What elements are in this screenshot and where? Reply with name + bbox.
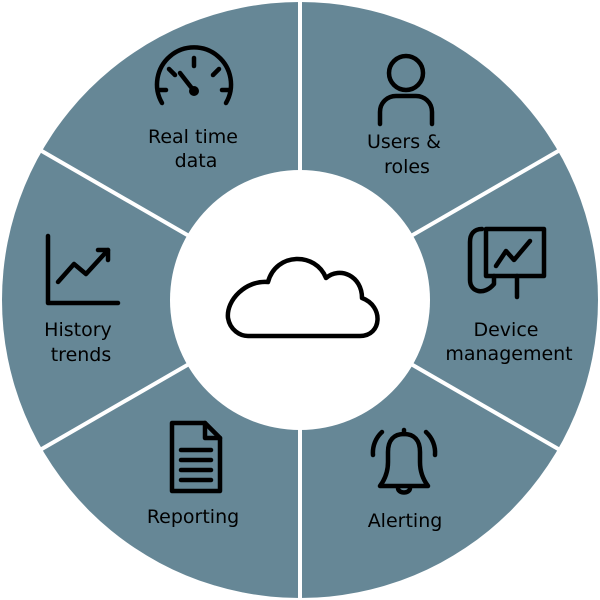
segment-label-real-time-data: Real time data xyxy=(148,126,244,172)
center-hub xyxy=(170,170,430,430)
segment-alerting: Alerting xyxy=(368,427,443,532)
bell-icon xyxy=(370,427,438,495)
trend-chart-icon xyxy=(45,233,121,306)
segment-dividers xyxy=(39,0,561,600)
cloud-icon xyxy=(225,256,380,339)
segment-label-device-management: Device management xyxy=(445,319,572,365)
label-line: Alerting xyxy=(368,510,443,532)
label-line: roles xyxy=(384,156,430,178)
label-line: data xyxy=(175,150,218,172)
label-line: Reporting xyxy=(147,506,239,528)
label-line: trends xyxy=(51,344,112,366)
segment-label-alerting: Alerting xyxy=(368,510,443,532)
segment-history-trends: History trends xyxy=(44,233,121,366)
segment-real-time-data: Real time data xyxy=(148,45,244,172)
label-line: Real time xyxy=(148,126,238,148)
segment-reporting: Reporting xyxy=(147,420,239,528)
label-line: History xyxy=(44,319,112,341)
segment-label-history-trends: History trends xyxy=(44,319,118,366)
user-icon xyxy=(377,53,435,127)
device-monitor-icon xyxy=(467,226,547,300)
segment-users-roles: Users & roles xyxy=(367,53,447,178)
document-icon xyxy=(169,420,223,494)
segment-device-management: Device management xyxy=(445,226,573,365)
label-line: Users & xyxy=(367,131,441,153)
speedometer-icon xyxy=(154,45,234,106)
label-line: Device xyxy=(473,319,538,341)
segment-label-users-roles: Users & roles xyxy=(367,131,447,178)
segment-label-reporting: Reporting xyxy=(147,506,239,528)
label-line: management xyxy=(445,343,572,365)
